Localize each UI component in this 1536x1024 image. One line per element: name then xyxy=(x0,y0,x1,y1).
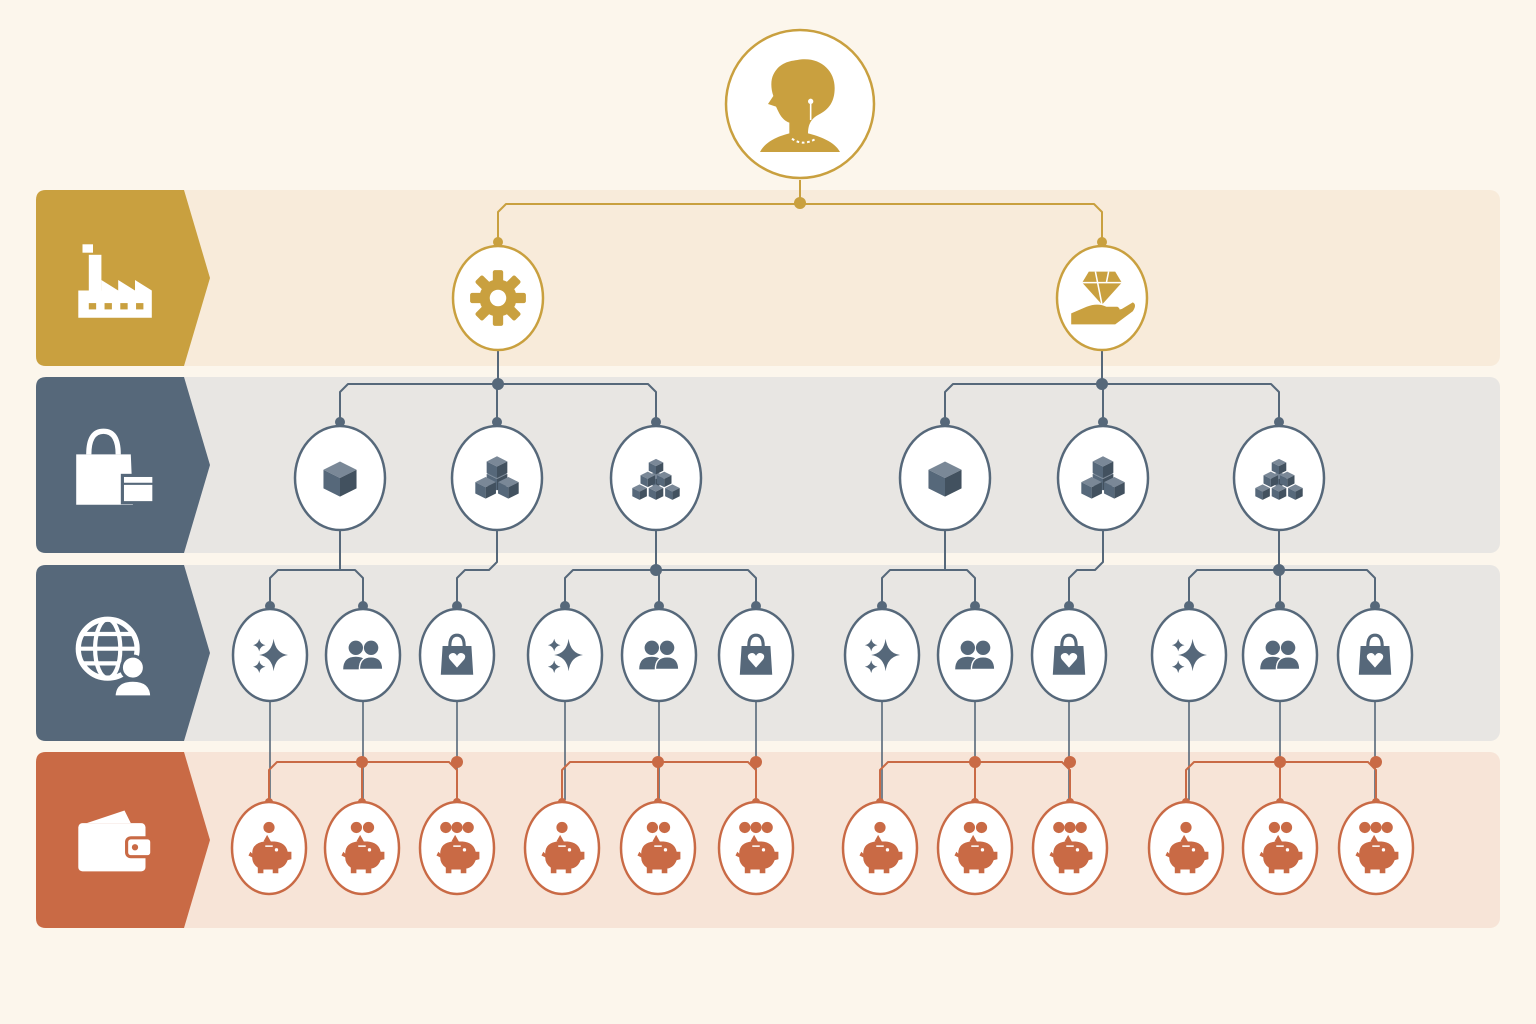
connector-line xyxy=(881,569,976,604)
junction-dot xyxy=(492,378,504,390)
junction-dot xyxy=(1370,756,1382,768)
junction-dot xyxy=(1274,756,1286,768)
junction-dot xyxy=(650,564,662,576)
piggy-bank-three-coins-icon-node xyxy=(717,800,795,896)
shopping-bag-heart-icon-node xyxy=(1030,607,1108,703)
connector-line xyxy=(944,383,1280,420)
junction-dot xyxy=(651,417,661,427)
shopping-bag-heart-icon-node xyxy=(1336,607,1414,703)
junction-dot xyxy=(335,417,345,427)
sparkles-icon-node xyxy=(843,607,921,703)
tier-band-manufacturing xyxy=(36,190,1500,366)
gear-icon xyxy=(470,270,526,326)
sparkles-icon-node xyxy=(526,607,604,703)
junction-dot xyxy=(1098,417,1108,427)
junction-dot xyxy=(1096,378,1108,390)
sparkles-icon-node xyxy=(231,607,309,703)
junction-dot xyxy=(493,237,503,247)
tier-label-chevron xyxy=(36,565,210,741)
single-box-icon-node xyxy=(293,424,387,532)
woman-with-jewelry-icon-node xyxy=(724,28,876,180)
junction-dot xyxy=(1097,237,1107,247)
connector-line xyxy=(269,569,364,604)
gear-icon-node xyxy=(451,244,545,352)
piggy-bank-three-coins-icon-node xyxy=(418,800,496,896)
piggy-bank-two-coins-icon-node xyxy=(936,800,1014,896)
shopping-bag-heart-icon-node xyxy=(717,607,795,703)
junction-dot xyxy=(356,756,368,768)
piggy-bank-one-coin-icon-node xyxy=(841,800,919,896)
junction-dot xyxy=(451,756,463,768)
connector-line xyxy=(1068,528,1104,604)
shopping-bag-heart-icon-node xyxy=(418,607,496,703)
piggy-bank-one-coin-icon-node xyxy=(523,800,601,896)
three-boxes-icon-node xyxy=(450,424,544,532)
piggy-bank-two-coins-icon-node xyxy=(619,800,697,896)
junction-dot xyxy=(1273,564,1285,576)
junction-dot xyxy=(969,756,981,768)
junction-dot xyxy=(794,197,806,209)
junction-dot xyxy=(652,756,664,768)
people-icon-node xyxy=(1241,607,1319,703)
junction-dot xyxy=(1064,756,1076,768)
piggy-bank-two-coins-icon-node xyxy=(323,800,401,896)
junction-dot xyxy=(750,756,762,768)
people-icon-node xyxy=(620,607,698,703)
tier-label-chevron xyxy=(36,190,210,366)
piggy-bank-one-coin-icon-node xyxy=(1147,800,1225,896)
three-boxes-icon-node xyxy=(1056,424,1150,532)
people-icon-node xyxy=(324,607,402,703)
connector-line xyxy=(456,528,498,604)
junction-dot xyxy=(492,417,502,427)
junction-dot xyxy=(940,417,950,427)
six-boxes-icon-node xyxy=(609,424,703,532)
piggy-bank-three-coins-icon-node xyxy=(1337,800,1415,896)
single-box-icon-node xyxy=(898,424,992,532)
six-boxes-icon-node xyxy=(1232,424,1326,532)
piggy-bank-two-coins-icon-node xyxy=(1241,800,1319,896)
piggy-bank-three-coins-icon-node xyxy=(1031,800,1109,896)
diagram-nodes xyxy=(230,28,1415,896)
diamond-hand-icon-node xyxy=(1055,244,1149,352)
sparkles-icon-node xyxy=(1150,607,1228,703)
junction-dot xyxy=(1274,417,1284,427)
piggy-bank-one-coin-icon-node xyxy=(230,800,308,896)
people-icon-node xyxy=(936,607,1014,703)
